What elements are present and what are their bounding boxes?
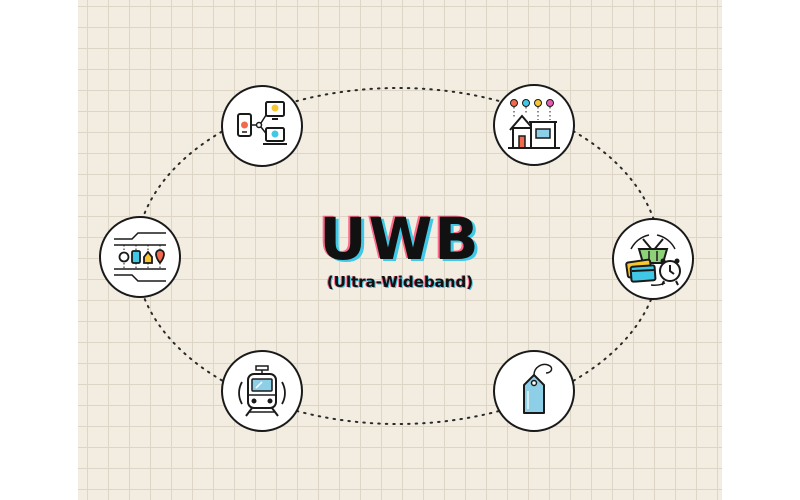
item-tracking-icon bbox=[114, 232, 166, 282]
diagram-subtitle: (Ultra-Wideband) bbox=[326, 273, 474, 291]
node-home bbox=[493, 84, 575, 166]
title-block: UWB (Ultra-Wideband) bbox=[0, 208, 800, 292]
node-transit bbox=[221, 350, 303, 432]
diagram-title: UWB bbox=[319, 205, 481, 273]
node-payment bbox=[612, 218, 694, 300]
shopping-payment-icon bbox=[625, 234, 681, 286]
price-tag-icon bbox=[523, 363, 553, 414]
smart-home-icon bbox=[508, 99, 560, 149]
connected-devices-icon bbox=[237, 101, 287, 145]
node-devices bbox=[221, 85, 303, 167]
node-tag bbox=[493, 350, 575, 432]
node-tracker bbox=[99, 216, 181, 298]
train-icon bbox=[238, 365, 286, 417]
